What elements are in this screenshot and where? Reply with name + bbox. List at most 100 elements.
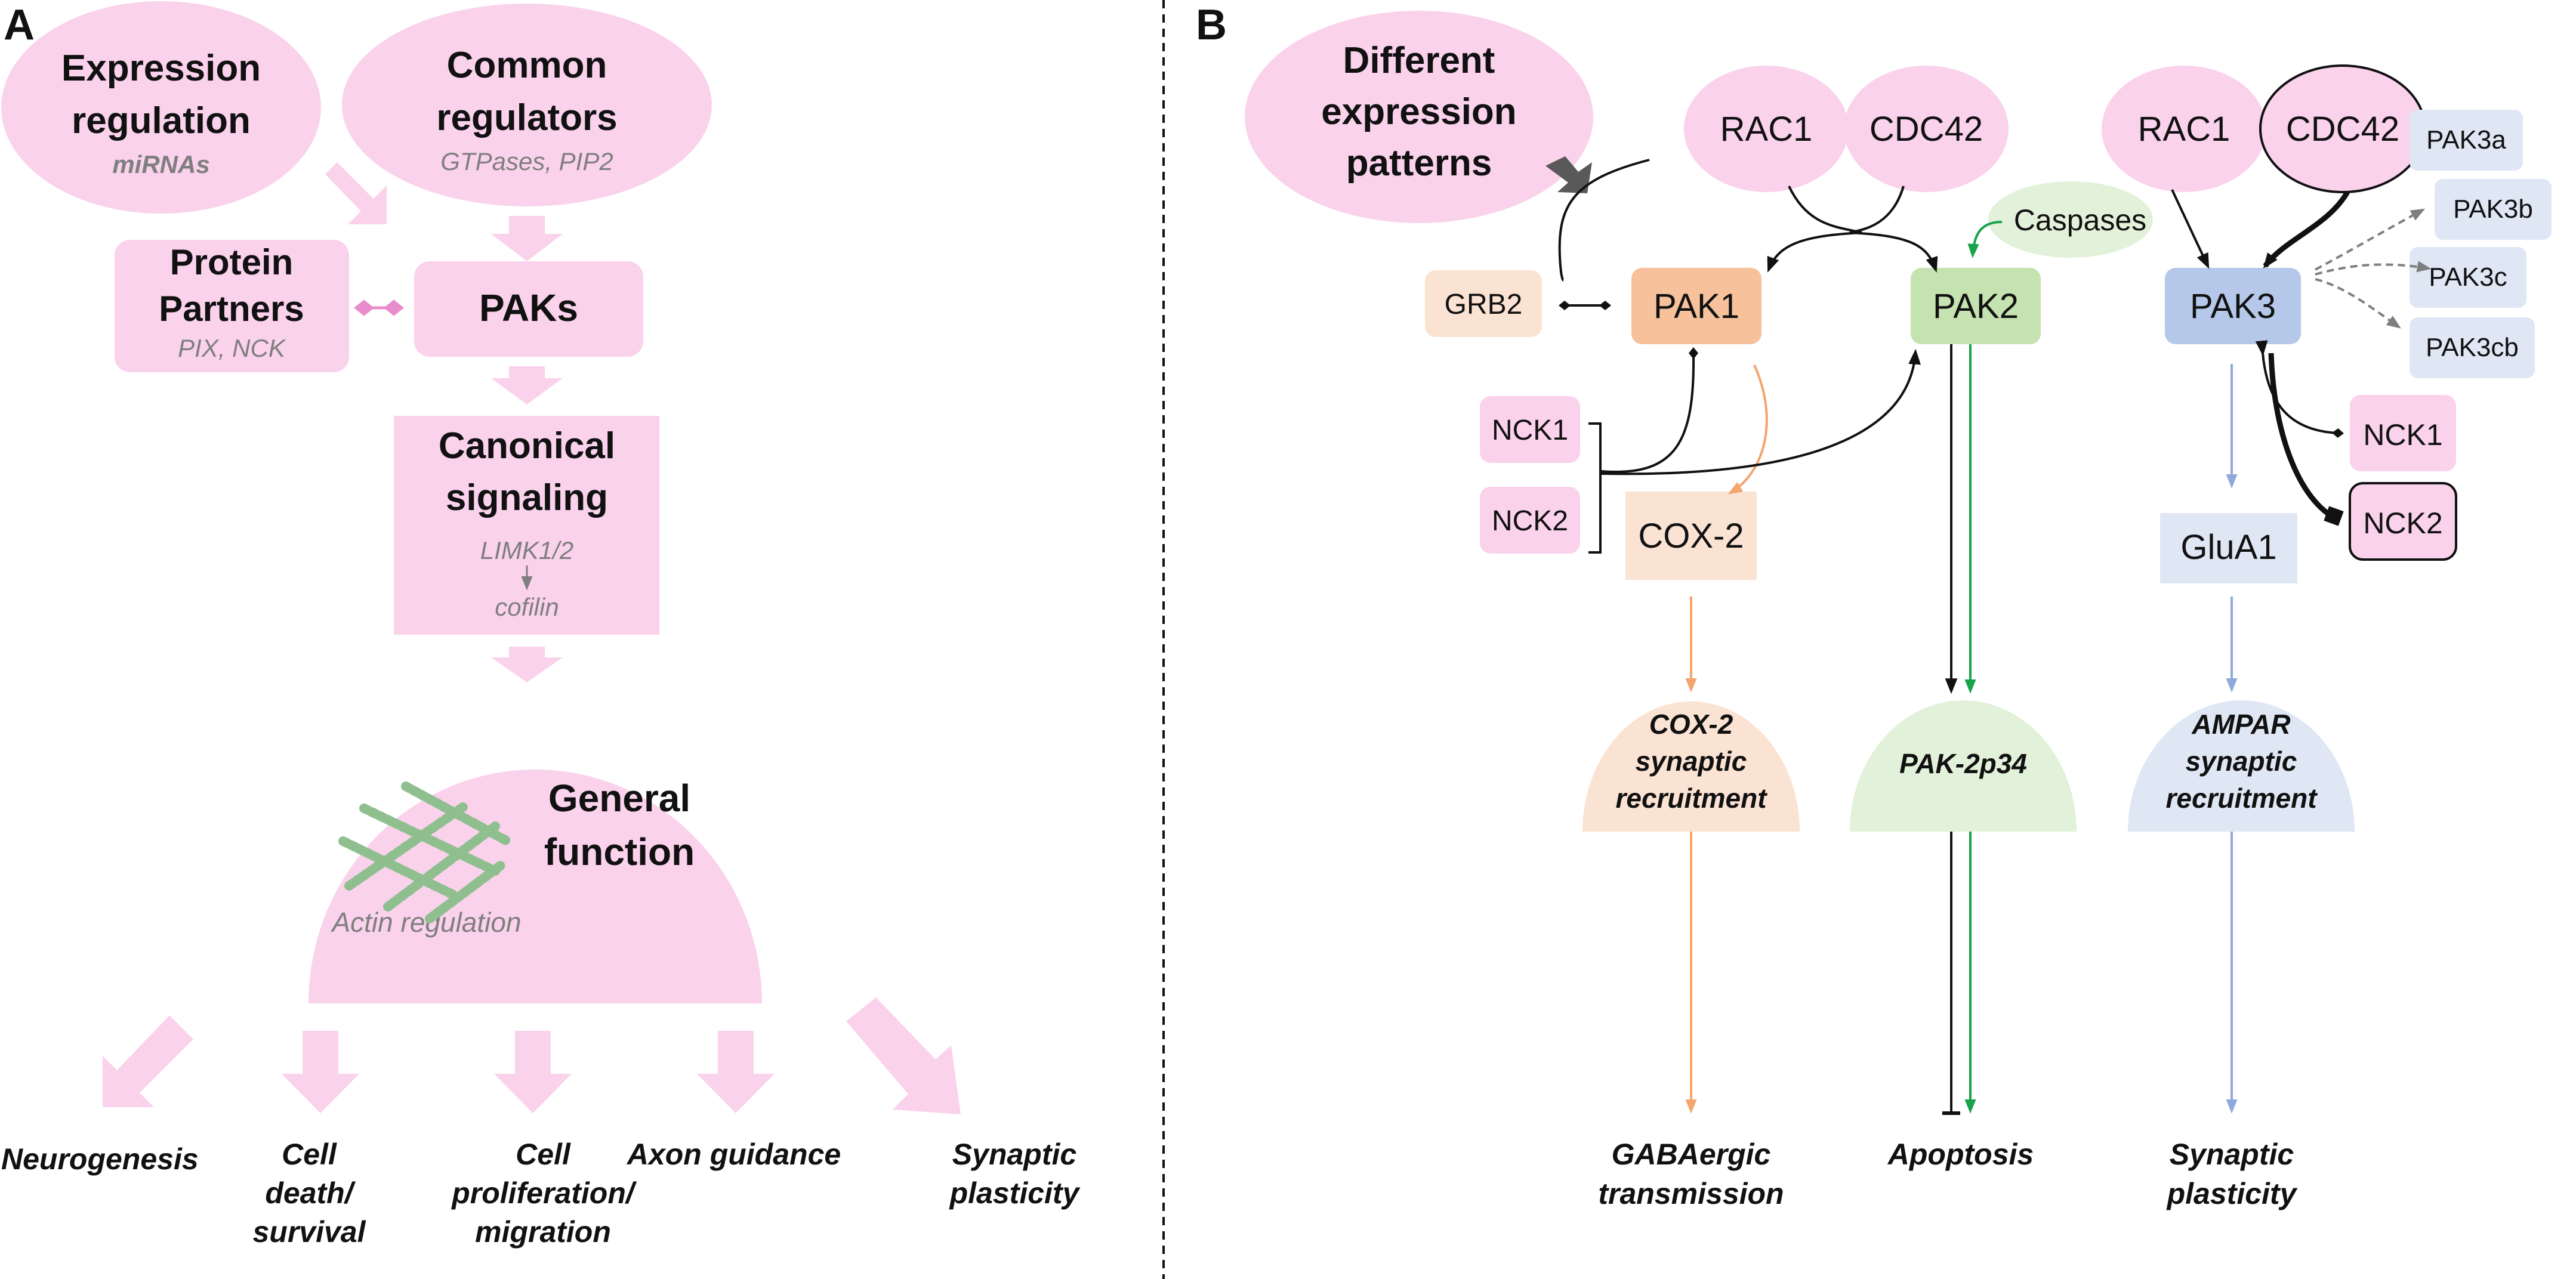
- panel-a: A Expression regulation miRNAs Common re…: [1, 1, 1081, 1249]
- common-regulators-title-2: regulators: [436, 97, 617, 138]
- caspases-label: Caspases: [2014, 203, 2146, 237]
- pak1-label: PAK1: [1653, 287, 1739, 326]
- pak1-node: [1631, 268, 1761, 344]
- pak3a-label: PAK3a: [2426, 125, 2506, 155]
- expression-regulation-sub: miRNAs: [112, 150, 209, 178]
- expression-gray-arrow: [1545, 156, 1592, 193]
- pak3b-label: PAK3b: [2453, 194, 2533, 224]
- arrow-to-cell-death: [282, 1031, 359, 1113]
- nck2-left-label: NCK2: [1492, 505, 1568, 537]
- arrow-to-proliferation: [494, 1031, 572, 1113]
- cox2-recruitment-1: COX-2: [1649, 709, 1733, 740]
- grb2-node: [1425, 270, 1542, 337]
- arrow-paks-to-canonical: [491, 366, 563, 404]
- common-regulators-node: [342, 4, 712, 206]
- arrow-to-neurogenesis: [103, 1015, 193, 1107]
- rac1-left-node: [1684, 66, 1849, 192]
- cox2-recruitment-node: [1582, 701, 1800, 832]
- output-synaptic-plasticity-1: Synaptic: [952, 1138, 1077, 1171]
- canonical-signaling-node: [394, 416, 659, 635]
- paks-label: PAKs: [479, 286, 578, 329]
- pak3c-node: [2410, 247, 2526, 308]
- general-function-title-1: General: [548, 777, 690, 820]
- cox2-node: [1625, 492, 1757, 580]
- canonical-signaling-title-2: signaling: [446, 477, 608, 518]
- cox2-recruitment-3: recruitment: [1615, 783, 1767, 814]
- different-expression-3: patterns: [1346, 143, 1492, 184]
- pak3-nck2-square-head: [2324, 506, 2344, 526]
- protein-partners-node: [115, 240, 349, 372]
- glua1-node: [2160, 513, 2297, 583]
- rac1-right-node: [2102, 66, 2266, 192]
- expression-regulation-title-2: regulation: [72, 100, 251, 141]
- nck-to-pak1-edge: [1600, 347, 1698, 473]
- nck1-left-node: [1480, 396, 1580, 463]
- output-gaba-2: transmission: [1598, 1177, 1784, 1210]
- protein-partners-title-2: Partners: [159, 289, 304, 329]
- different-expression-2: expression: [1321, 91, 1516, 132]
- ampar-recruitment-node: [2128, 700, 2355, 832]
- output-gaba-1: GABAergic: [1612, 1138, 1771, 1171]
- caspases-to-pak2-arrow: [1967, 221, 2003, 258]
- pak3-label: PAK3: [2190, 287, 2276, 326]
- output-axon-guidance: Axon guidance: [626, 1138, 841, 1171]
- different-expression-node: [1245, 11, 1593, 223]
- output-synaptic-1: Synaptic: [2170, 1138, 2294, 1171]
- output-cell-death-2: death/: [265, 1176, 356, 1210]
- nck1-left-label: NCK1: [1492, 415, 1568, 446]
- pak3b-node: [2435, 179, 2552, 240]
- arrow-canonical-to-general: [491, 647, 563, 682]
- cdc42-left-label: CDC42: [1869, 110, 1983, 149]
- pak2p34-label: PAK-2p34: [1899, 748, 2027, 779]
- pak3-node: [2165, 268, 2301, 344]
- ampar-recruitment-1: AMPAR: [2191, 709, 2290, 740]
- output-apoptosis: Apoptosis: [1887, 1138, 2034, 1171]
- general-function-node: [308, 770, 762, 1003]
- canonical-signaling-cofilin: cofilin: [495, 593, 559, 621]
- nck2-right-node: [2349, 482, 2457, 561]
- output-synaptic-plasticity-2: plasticity: [949, 1176, 1081, 1210]
- ampar-recruitment-2: synaptic: [2186, 746, 2297, 777]
- canonical-signaling-title-1: Canonical: [439, 425, 615, 467]
- arrow-common-to-paks: [491, 216, 563, 261]
- pak1-to-cox2-arrow: [1727, 364, 1768, 495]
- nck2-right-label: NCK2: [2363, 506, 2442, 540]
- pak3-nck2-edge: [2268, 353, 2340, 523]
- cox2-recruitment-2: synaptic: [1636, 746, 1747, 777]
- gtpase-edges: [1558, 159, 2350, 282]
- protein-partners-title-1: Protein: [170, 242, 294, 282]
- ampar-recruitment-3: recruitment: [2165, 783, 2318, 814]
- pak3-isoform-arrows: [2315, 208, 2432, 329]
- output-proliferation-3: migration: [475, 1215, 611, 1249]
- general-function-title-2: function: [544, 830, 695, 873]
- arrow-expression-to-paks: [313, 162, 387, 224]
- panel-a-label: A: [4, 1, 35, 49]
- pak3cb-label: PAK3cb: [2426, 333, 2519, 362]
- pak2p34-node: [1850, 700, 2077, 832]
- output-cell-death-1: Cell: [282, 1138, 337, 1171]
- nck1-right-node: [2350, 395, 2456, 471]
- actin-filament-icon: [338, 781, 512, 923]
- output-synaptic-2: plasticity: [2166, 1177, 2298, 1210]
- pak2-label: PAK2: [1933, 287, 2019, 326]
- cox2-label: COX-2: [1638, 517, 1744, 555]
- pak3c-label: PAK3c: [2429, 262, 2507, 292]
- grb2-label: GRB2: [1445, 289, 1523, 320]
- nck-bracket: [1588, 422, 1602, 554]
- nck1-right-label: NCK1: [2363, 418, 2442, 452]
- output-neurogenesis: Neurogenesis: [1, 1142, 199, 1176]
- common-regulators-sub: GTPases, PIP2: [440, 147, 613, 175]
- rac1-left-label: RAC1: [1720, 110, 1813, 149]
- nck2-left-node: [1480, 487, 1580, 554]
- caspases-node: [1988, 181, 2153, 258]
- different-expression-1: Different: [1343, 40, 1495, 81]
- cdc42-right-label: CDC42: [2286, 110, 2399, 149]
- paks-node: [414, 261, 643, 357]
- panel-b-label: B: [1196, 1, 1227, 49]
- output-cell-death-3: survival: [252, 1215, 366, 1249]
- common-regulators-title-1: Common: [447, 45, 607, 86]
- rac1-right-label: RAC1: [2138, 110, 2231, 149]
- arrow-to-axon-guidance: [697, 1031, 775, 1113]
- general-function-sub: Actin regulation: [330, 907, 521, 938]
